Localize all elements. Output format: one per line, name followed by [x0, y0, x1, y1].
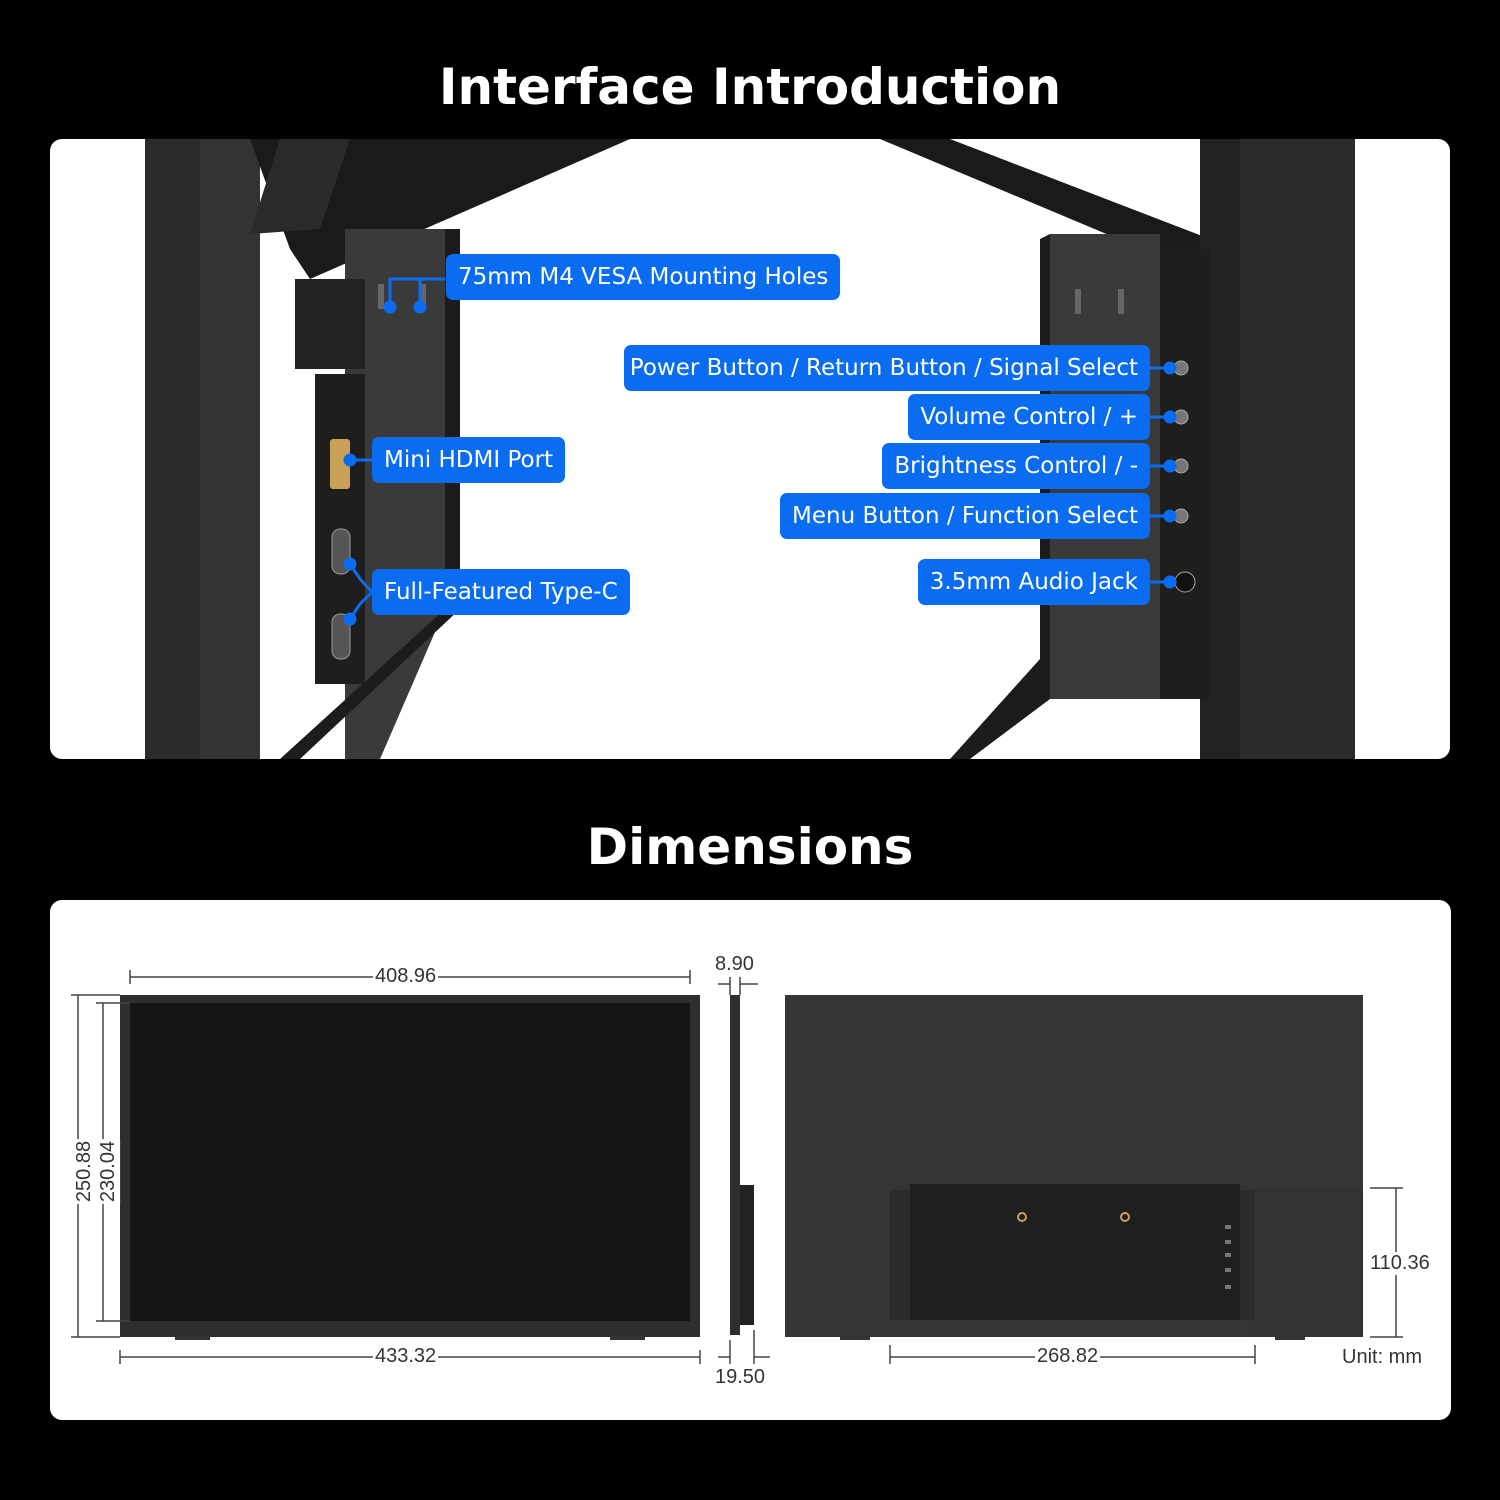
side-view	[730, 995, 740, 1335]
callout-typec: Full-Featured Type-C	[372, 569, 630, 615]
vesa-holes-right	[1075, 289, 1124, 314]
dim-thickness: 8.90	[715, 953, 754, 975]
dim-back-module-width: 268.82	[1035, 1345, 1101, 1368]
dim-back-module-height: 110.36	[1368, 1252, 1432, 1275]
callout-vesa: 75mm M4 VESA Mounting Holes	[446, 254, 841, 300]
dim-thickness-bracket: 19.50	[715, 1366, 766, 1388]
dimension-drawing	[71, 970, 1403, 1364]
callout-hdmi: Mini HDMI Port	[372, 437, 566, 483]
dimensions-panel: 408.96 433.32 250.88 230.04 8.90 19.50 2…	[50, 900, 1451, 1420]
dimensions-heading: Dimensions	[586, 818, 914, 876]
callout-brightness: Brightness Control / -	[882, 443, 1150, 489]
callout-volume: Volume Control / +	[908, 394, 1150, 440]
interface-heading: Interface Introduction	[438, 58, 1062, 116]
hdmi-port-icon	[330, 439, 350, 489]
interface-photo-panel: 75mm M4 VESA Mounting Holes Mini HDMI Po…	[50, 139, 1450, 759]
dim-overall-height: 250.88	[73, 1138, 97, 1205]
callout-power: Power Button / Return Button / Signal Se…	[623, 345, 1150, 391]
unit-label: Unit: mm	[1342, 1346, 1422, 1368]
vesa-holes-left	[378, 284, 426, 309]
callout-menu: Menu Button / Function Select	[780, 493, 1150, 539]
typec-port-2-icon	[331, 613, 351, 660]
dim-screen-width: 408.96	[373, 965, 439, 988]
dim-overall-width: 433.32	[373, 1345, 439, 1368]
callout-audio: 3.5mm Audio Jack	[917, 559, 1150, 605]
monitor-side-illustration	[145, 139, 1355, 759]
dim-screen-height: 230.04	[97, 1138, 121, 1205]
side-buttons	[1173, 360, 1196, 593]
